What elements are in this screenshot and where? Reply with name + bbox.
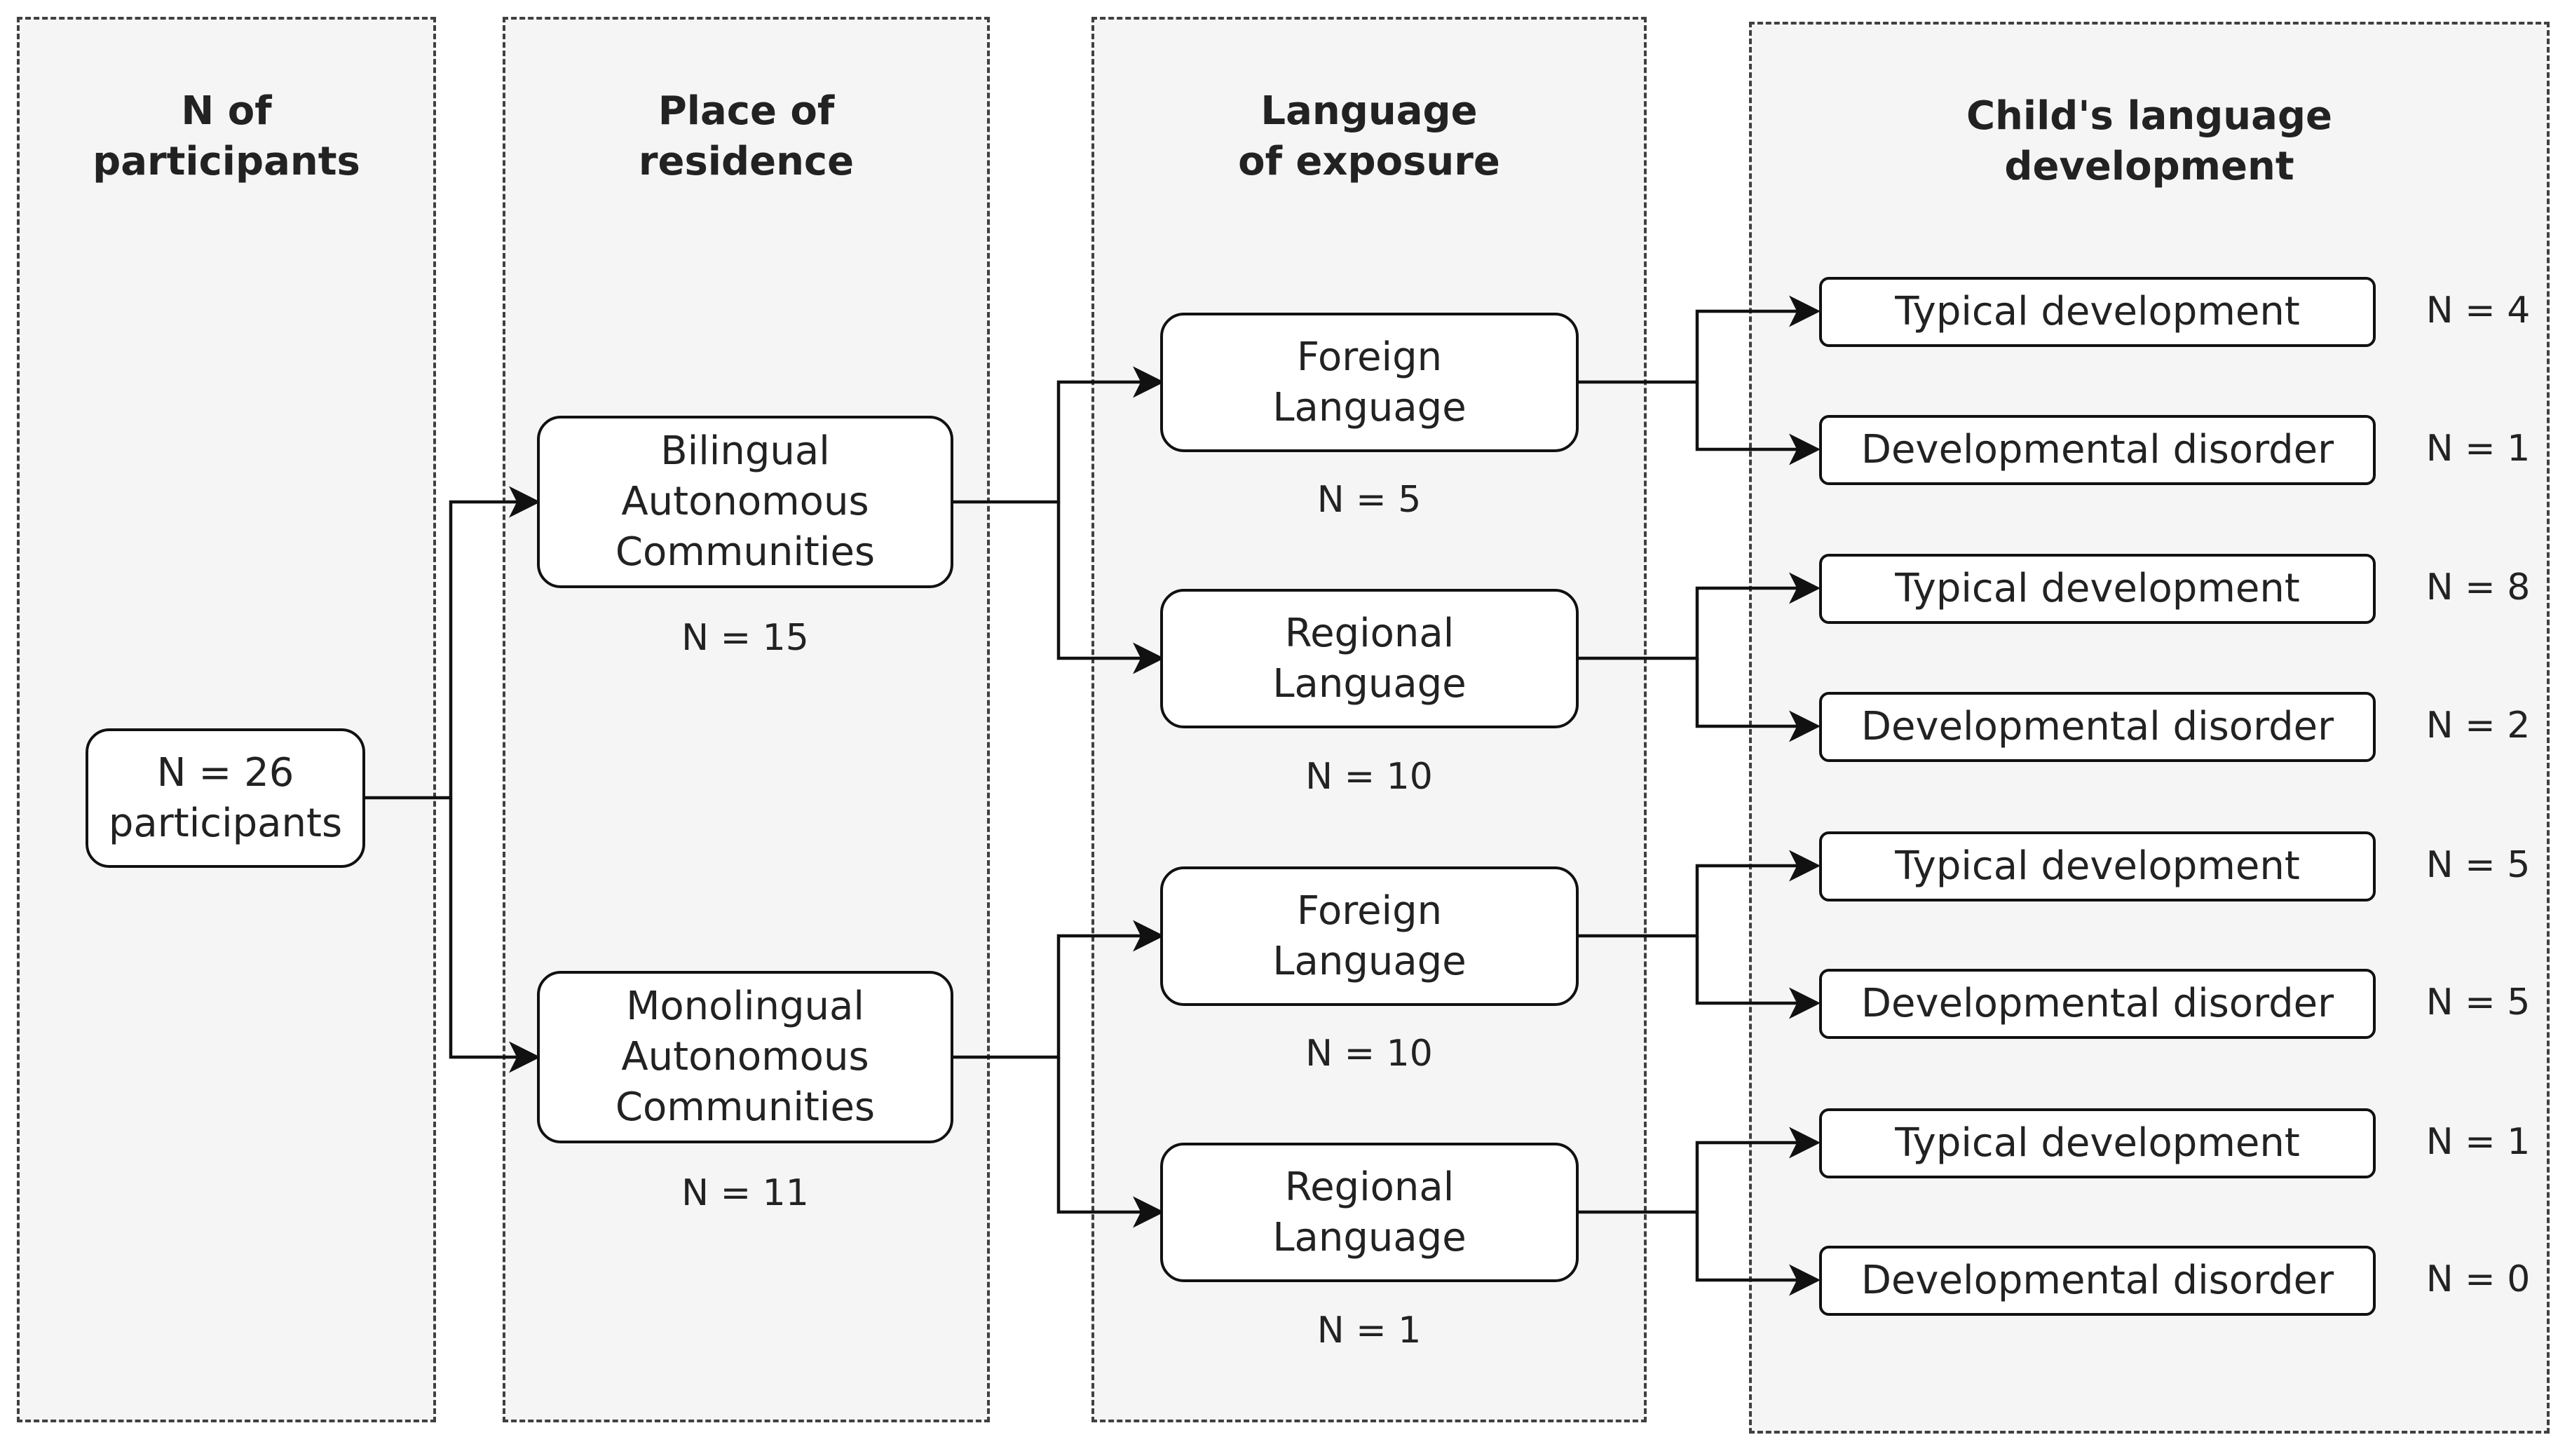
residence-column: Place of residence <box>503 17 990 1422</box>
exposure-count-foreign-1: N = 5 <box>1316 479 1422 521</box>
outcome-count-typical-2: N = 8 <box>2425 566 2531 608</box>
exposure-count-regional-2: N = 1 <box>1316 1309 1422 1352</box>
link-regional2-disorder <box>1695 1212 1821 1296</box>
exposure-column-title: Language of exposure <box>1238 88 1500 184</box>
link-foreign2-disorder <box>1695 936 1821 1019</box>
exposure-count-regional-1: N = 10 <box>1305 756 1433 798</box>
outcome-node-disorder-1: Developmental disorder <box>1819 415 2376 485</box>
link-regional1-typical <box>1579 572 1821 660</box>
outcome-count-disorder-2: N = 2 <box>2425 705 2531 747</box>
residence-node-bilingual: Bilingual Autonomous Communities <box>537 416 953 588</box>
exposure-node-foreign-2: Foreign Language <box>1160 866 1579 1006</box>
link-bilingual-foreign <box>953 366 1164 504</box>
root-node: N = 26 participants <box>86 728 365 868</box>
outcome-node-typical-1: Typical development <box>1819 277 2376 347</box>
link-root-monolingual <box>449 798 540 1073</box>
outcome-node-typical-2: Typical development <box>1819 554 2376 624</box>
participants-column: N of participants <box>17 17 436 1422</box>
outcome-count-typical-1: N = 4 <box>2425 290 2531 332</box>
link-regional2-typical <box>1579 1127 1821 1214</box>
development-column-title: Child's language development <box>1966 93 2333 189</box>
outcome-node-disorder-4: Developmental disorder <box>1819 1246 2376 1316</box>
exposure-node-regional-2: Regional Language <box>1160 1143 1579 1282</box>
link-regional1-disorder <box>1695 658 1821 742</box>
residence-node-monolingual: Monolingual Autonomous Communities <box>537 971 953 1143</box>
outcome-node-typical-3: Typical development <box>1819 831 2376 902</box>
outcome-node-typical-4: Typical development <box>1819 1108 2376 1178</box>
exposure-count-foreign-2: N = 10 <box>1305 1033 1433 1075</box>
link-root-bilingual <box>365 486 540 800</box>
link-monolingual-foreign <box>953 920 1164 1059</box>
outcome-count-disorder-4: N = 0 <box>2425 1258 2531 1300</box>
link-bilingual-regional <box>1056 502 1164 674</box>
link-monolingual-regional <box>1056 1057 1164 1228</box>
outcome-node-disorder-2: Developmental disorder <box>1819 692 2376 762</box>
participants-column-title: N of participants <box>93 88 360 184</box>
outcome-count-typical-4: N = 1 <box>2425 1121 2531 1163</box>
residence-column-title: Place of residence <box>638 88 855 184</box>
link-foreign1-typical <box>1579 295 1821 384</box>
outcome-count-disorder-3: N = 5 <box>2425 981 2531 1023</box>
exposure-node-foreign-1: Foreign Language <box>1160 313 1579 452</box>
link-foreign2-typical <box>1579 850 1821 938</box>
residence-count-bilingual: N = 15 <box>681 617 809 659</box>
outcome-count-disorder-1: N = 1 <box>2425 428 2531 470</box>
outcome-node-disorder-3: Developmental disorder <box>1819 969 2376 1039</box>
link-foreign1-disorder <box>1695 382 1821 465</box>
outcome-count-typical-3: N = 5 <box>2425 844 2531 886</box>
exposure-node-regional-1: Regional Language <box>1160 589 1579 728</box>
residence-count-monolingual: N = 11 <box>681 1172 809 1214</box>
